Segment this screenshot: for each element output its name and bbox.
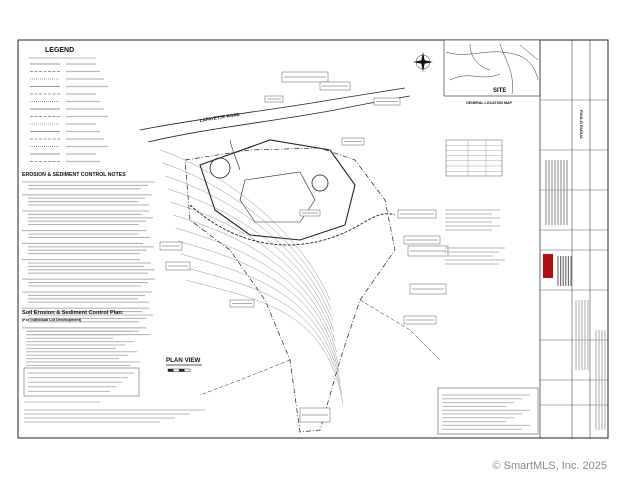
right-notes [437,209,539,435]
legend-title: LEGEND [45,47,74,54]
lafayette-road-edge [139,87,406,131]
road-label: LAFAYETTE ROAD [199,112,240,123]
project-name-vertical: PAULO PADUA [579,110,584,139]
north-arrow-icon [413,52,433,72]
disturbance-limit [199,139,356,241]
silt-fence [189,204,396,246]
sheet-border [17,39,609,439]
callout-labels [159,71,449,423]
legend-panel: LEGEND [28,47,108,163]
house-pad [239,171,316,223]
erosion-notes-heading: EROSION & SEDIMENT CONTROL NOTES [22,172,126,178]
engineer-logo [543,254,553,278]
lot-line-east [359,299,441,361]
certification-box [23,367,140,397]
watermark: © SmartMLS, Inc. 2025 [493,460,608,472]
plan-drawing: LAFAYETTE ROAD [139,87,441,433]
driveway [229,139,241,171]
general-location-map: SITE GENERAL LOCATION MAP [443,39,541,105]
title-block: PAULO PADUA [539,40,608,438]
control-plan-subheading: (For Individual Lot Development) [22,318,82,322]
leaching-field [209,157,231,179]
plan-view-title-block: PLAN VIEW [166,357,202,372]
well-area [311,174,329,192]
site-data-table [445,139,503,177]
watermark-text: © SmartMLS, Inc. 2025 [492,460,608,472]
erosion-notes: EROSION & SEDIMENT CONTROL NOTES Soil Er… [22,172,205,423]
plan-view-title: PLAN VIEW [166,357,201,364]
control-plan-heading: Soil Erosion & Sediment Control Plan: [22,310,124,316]
location-map-caption: GENERAL LOCATION MAP [466,101,513,105]
site-label: SITE [493,88,506,94]
